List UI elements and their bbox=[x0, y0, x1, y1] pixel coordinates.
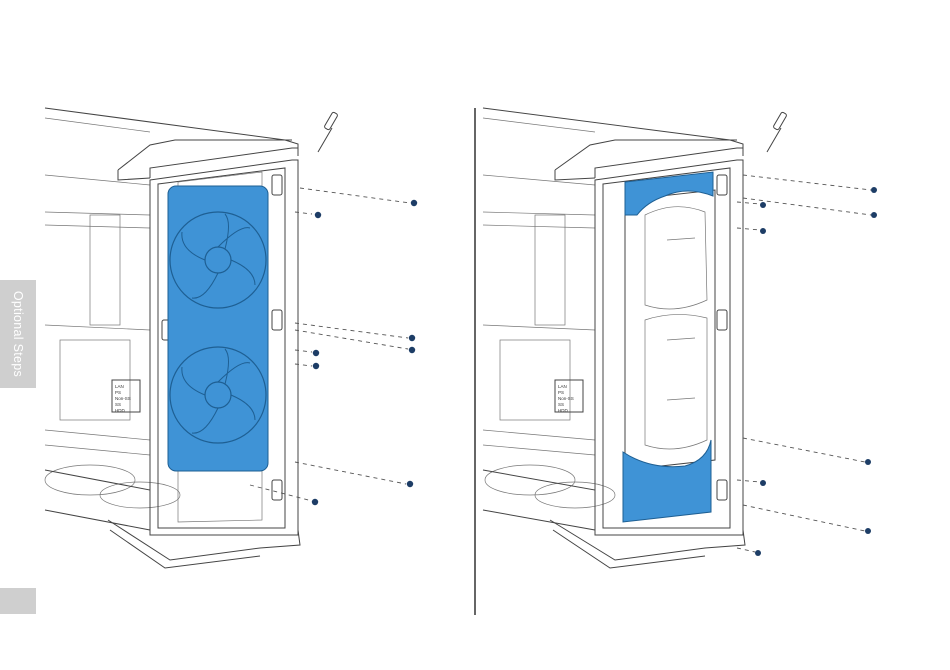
label-plate-line-2: PS bbox=[115, 390, 121, 395]
label-plate-line-4: SS bbox=[558, 402, 564, 407]
screw-icon bbox=[411, 200, 417, 206]
label-plate-line-1: LAN bbox=[115, 384, 124, 389]
fan-removal-illustration: LAN PS Non-SS SS HDD bbox=[0, 0, 475, 670]
screw-icon bbox=[313, 363, 319, 369]
screw-icon bbox=[865, 459, 871, 465]
label-plate-line-4: SS bbox=[115, 402, 121, 407]
bottom-bracket-highlight bbox=[623, 440, 711, 522]
screw-icon bbox=[871, 212, 877, 218]
label-plate-line-5: HDD bbox=[558, 408, 568, 413]
screw-icon bbox=[755, 550, 761, 556]
screw-icon bbox=[407, 481, 413, 487]
screwdriver-icon bbox=[767, 112, 787, 152]
screw-icon bbox=[313, 350, 319, 356]
bracket-removal-illustration: LAN PS Non-SS SS HDD bbox=[475, 0, 950, 670]
screwdriver-icon bbox=[318, 112, 338, 152]
screw-icon bbox=[760, 480, 766, 486]
screw-icon bbox=[865, 528, 871, 534]
label-plate-line-1: LAN bbox=[558, 384, 567, 389]
screw-icon bbox=[760, 202, 766, 208]
screw-icon bbox=[312, 499, 318, 505]
label-plate-line-2: PS bbox=[558, 390, 564, 395]
screw-icon bbox=[409, 347, 415, 353]
screw-icon bbox=[315, 212, 321, 218]
label-plate-line-3: Non-SS bbox=[558, 396, 574, 401]
screw-icon bbox=[760, 228, 766, 234]
screw-icon bbox=[409, 335, 415, 341]
label-plate-line-5: HDD bbox=[115, 408, 125, 413]
top-bracket-highlight bbox=[625, 172, 713, 215]
label-plate-line-3: Non-SS bbox=[115, 396, 131, 401]
screw-icon bbox=[871, 187, 877, 193]
